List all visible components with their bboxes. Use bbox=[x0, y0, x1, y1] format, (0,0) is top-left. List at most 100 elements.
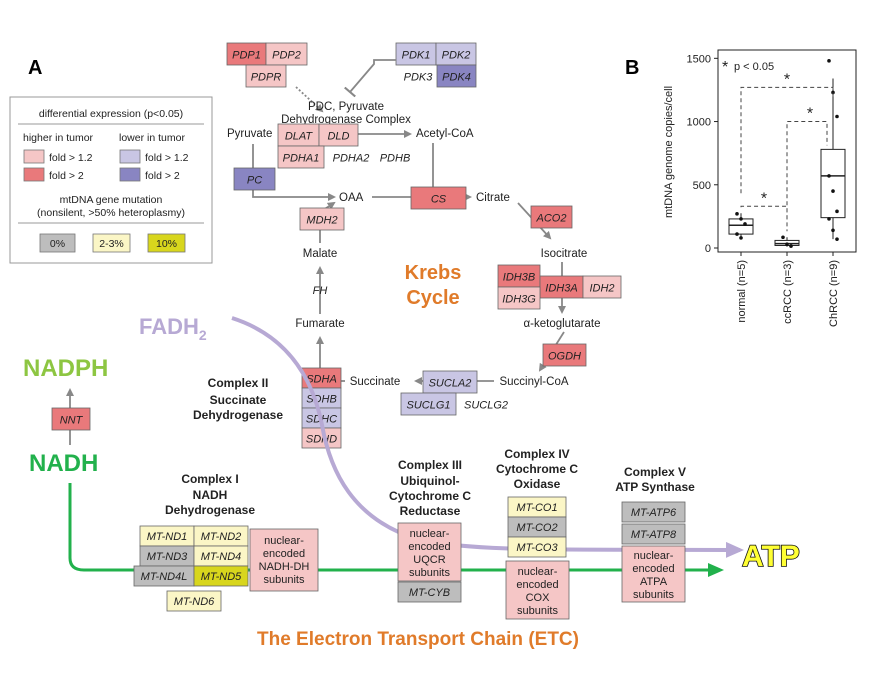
metabolite-fumarate: Fumarate bbox=[295, 318, 344, 330]
complex4-l1: Complex IV bbox=[504, 447, 569, 461]
y-tick-label-2: 1000 bbox=[687, 117, 711, 129]
gene-dlat: DLAT bbox=[285, 131, 314, 143]
nuclear4-l4: subunits bbox=[517, 605, 558, 617]
metabolite-succinyl-coa: Succinyl-CoA bbox=[499, 376, 568, 388]
nuclear3-l1: nuclear- bbox=[410, 528, 450, 540]
swatch-mut-high bbox=[147, 233, 186, 253]
legend-lower: lower in tumor bbox=[119, 132, 185, 144]
box-iqr bbox=[820, 148, 846, 219]
nuclear5-l1: nuclear- bbox=[634, 550, 674, 562]
gene-pdk2: PDK2 bbox=[442, 50, 471, 62]
data-point bbox=[827, 217, 831, 221]
data-point bbox=[827, 174, 831, 178]
gene-pdha1: PDHA1 bbox=[283, 153, 320, 165]
metabolite-citrate: Citrate bbox=[476, 192, 510, 204]
legend: differential expression (p<0.05) higher … bbox=[9, 96, 213, 264]
significance-brackets: *** bbox=[740, 71, 834, 232]
data-point bbox=[743, 222, 747, 226]
legend-mut-title1: mtDNA gene mutation bbox=[60, 194, 163, 206]
pdc-label-2: Dehydrogenase Complex bbox=[281, 114, 411, 126]
nuclear5-l4: subunits bbox=[633, 589, 674, 601]
pdk-genes: PDK1 PDK2 PDK3 PDK4 bbox=[395, 42, 477, 88]
data-point bbox=[785, 242, 789, 247]
box-1 bbox=[774, 235, 800, 248]
data-point bbox=[789, 244, 793, 248]
gene-fh: FH bbox=[313, 285, 328, 297]
metabolite-malate: Malate bbox=[303, 248, 338, 260]
pc-arrow bbox=[252, 144, 336, 201]
data-point bbox=[835, 209, 839, 214]
gene-mt-nd3: MT-ND3 bbox=[147, 551, 188, 563]
data-point bbox=[835, 237, 839, 241]
legend-hi-fc1: fold > 1.2 bbox=[49, 152, 93, 164]
y-tick-label-0: 0 bbox=[705, 243, 711, 255]
legend-mut-title2: (nonsilent, >50% heteroplasmy) bbox=[37, 207, 185, 219]
nadph-label: NADPH bbox=[23, 355, 108, 382]
gene-mt-cyb: MT-CYB bbox=[409, 587, 450, 599]
complex3-l2: Ubiquinol- bbox=[400, 474, 459, 488]
gene-nnt: NNT bbox=[60, 415, 84, 427]
gene-mt-co2: MT-CO2 bbox=[516, 522, 557, 534]
legend-title: differential expression (p<0.05) bbox=[39, 108, 183, 120]
legend-mut0: 0% bbox=[50, 238, 65, 250]
data-point bbox=[735, 212, 739, 216]
legend-higher: higher in tumor bbox=[23, 132, 94, 144]
y-tick-label-3: 1500 bbox=[687, 53, 711, 65]
gene-pdhb: PDHB bbox=[380, 153, 411, 165]
complex5-l2: ATP Synthase bbox=[615, 480, 695, 494]
metabolite-oaa: OAA bbox=[339, 192, 364, 204]
nuclear4-l2: encoded bbox=[516, 579, 558, 591]
gene-mt-atp6: MT-ATP6 bbox=[631, 507, 677, 519]
gene-pdk3: PDK3 bbox=[404, 72, 434, 84]
gene-pdp2: PDP2 bbox=[272, 50, 301, 62]
box-0 bbox=[728, 212, 754, 240]
y-axis: 0 500 1000 1500 bbox=[687, 53, 718, 255]
bracket-normal-ccrcc-star: * bbox=[761, 190, 767, 207]
gene-pdha2: PDHA2 bbox=[333, 153, 370, 165]
gene-idh2: IDH2 bbox=[589, 283, 614, 295]
x-axis: normal (n=5)ccRCC (n=3)ChRCC (n=9) bbox=[736, 252, 840, 327]
data-point bbox=[739, 217, 743, 221]
panel-a-letter: A bbox=[28, 57, 42, 79]
pdp-genes: PDP1 PDP2 PDPR bbox=[226, 42, 308, 88]
swatch-mut-none bbox=[39, 233, 76, 253]
nuclear1-l4: subunits bbox=[264, 574, 305, 586]
complex1-l1: Complex I bbox=[181, 472, 238, 486]
complex3-l1: Complex III bbox=[398, 458, 462, 472]
complex2-l3: Dehydrogenase bbox=[193, 408, 283, 422]
boxes bbox=[728, 59, 846, 248]
atp-label: ATP bbox=[742, 540, 800, 573]
gene-mt-co3: MT-CO3 bbox=[516, 542, 558, 554]
nuclear4-l3: COX bbox=[526, 592, 551, 604]
x-tick-label-1: ccRCC (n=3) bbox=[782, 260, 794, 324]
legend-lo-fc1: fold > 1.2 bbox=[145, 152, 189, 164]
gene-pdk1: PDK1 bbox=[402, 50, 431, 62]
nuclear3-l4: subunits bbox=[409, 567, 450, 579]
complex4-l2: Cytochrome C bbox=[496, 462, 578, 476]
complex2-l1: Complex II bbox=[208, 376, 269, 390]
fadh2-label: FADH2 bbox=[139, 314, 207, 343]
metabolite-akg: α-ketoglutarate bbox=[524, 318, 601, 330]
panel-b-letter: B bbox=[625, 57, 639, 79]
complex3-l4: Reductase bbox=[400, 504, 461, 518]
nuclear5-l2: encoded bbox=[632, 563, 674, 575]
gene-cs: CS bbox=[431, 194, 447, 206]
nuclear1-l2: encoded bbox=[263, 548, 305, 560]
data-point bbox=[739, 236, 743, 240]
data-point bbox=[827, 59, 831, 63]
bracket-ccrcc-chrcc bbox=[786, 121, 828, 220]
complex1-l3: Dehydrogenase bbox=[165, 503, 255, 517]
pdp-activation-arrow bbox=[295, 86, 324, 113]
gene-sucla2: SUCLA2 bbox=[429, 378, 472, 390]
legend-hi-fc2: fold > 2 bbox=[49, 170, 84, 182]
y-tick-label-1: 500 bbox=[693, 180, 711, 192]
significance-star: * bbox=[722, 59, 728, 76]
metabolite-isocitrate: Isocitrate bbox=[541, 248, 588, 260]
nuclear3-l3: UQCR bbox=[413, 554, 445, 566]
complex2-l2: Succinate bbox=[210, 393, 267, 407]
gene-pdpr: PDPR bbox=[251, 72, 282, 84]
swatch-low-weak bbox=[119, 149, 141, 164]
etc-title: The Electron Transport Chain (ETC) bbox=[257, 629, 579, 650]
